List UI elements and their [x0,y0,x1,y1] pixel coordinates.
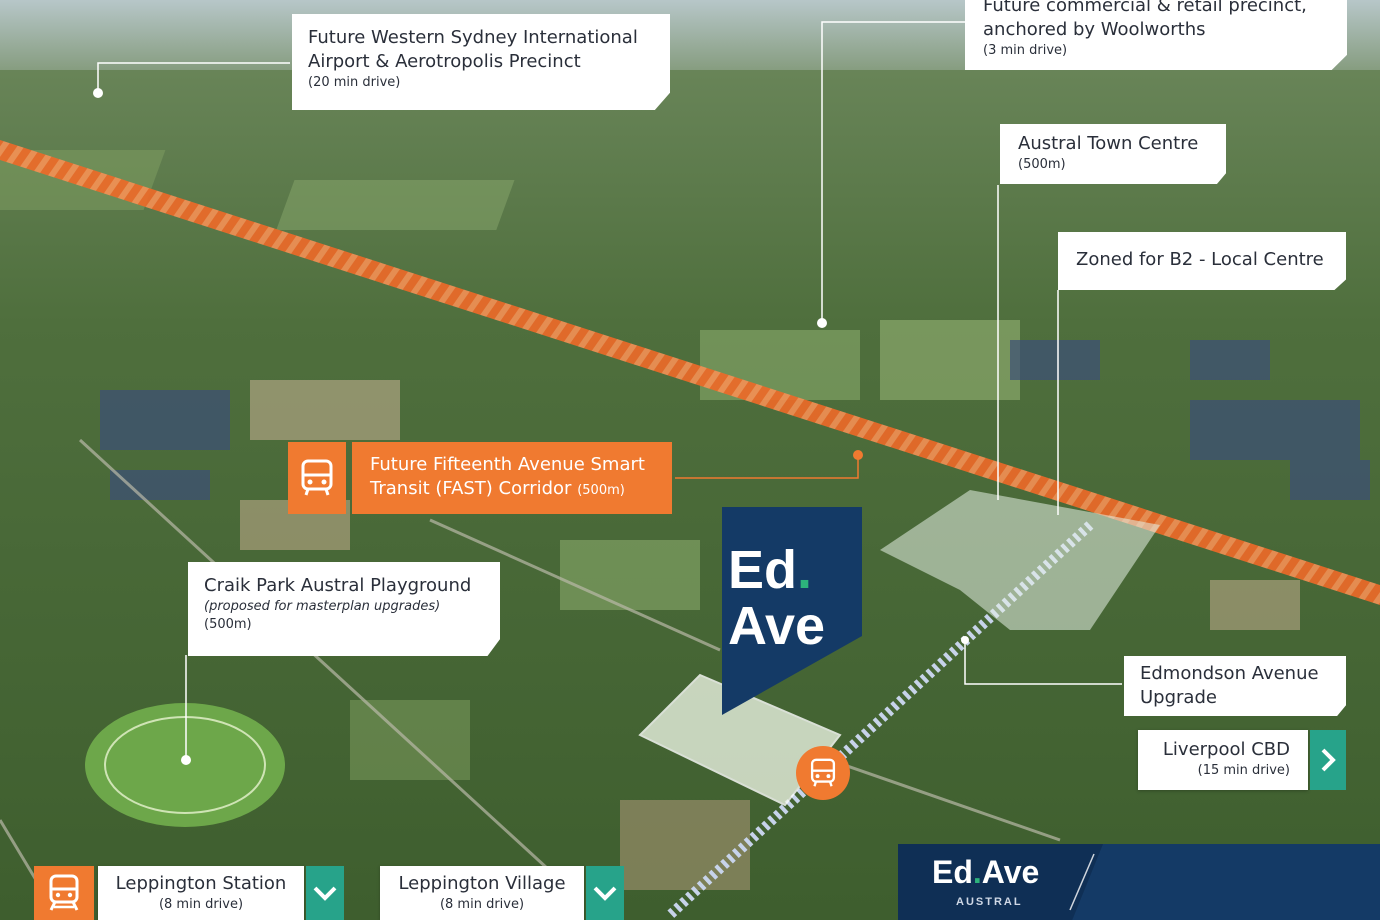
woolworths-title-line2: anchored by Woolworths [983,19,1206,40]
leppington-station-distance: (8 min drive) [158,897,244,912]
leppington-train-icon-box [34,866,94,920]
fast-title-line1: Future Fifteenth Avenue Smart [370,454,645,475]
chevron-right-icon [1321,748,1336,772]
airport-distance: (20 min drive) [308,75,401,90]
woolworths-marker [817,318,827,328]
leppington-station-direction [306,866,344,920]
liverpool-distance: (15 min drive) [1197,763,1290,778]
fast-corridor-marker [853,450,863,460]
craik-park-note: (proposed for masterplan upgrades) [204,599,441,614]
pin-logo-ave: Ave [728,596,826,656]
craik-park-marker [181,755,191,765]
craik-park-callout: Craik Park Austral Playground (proposed … [188,562,500,656]
fast-corridor-band [0,140,1380,605]
b2-zone-title: Zoned for B2 - Local Centre [1076,249,1324,270]
brand-logo-panel: Ed.Ave AUSTRAL [898,844,1103,920]
liverpool-title: Liverpool CBD [1162,739,1290,760]
leppington-station-title: Leppington Station [115,873,287,894]
leppington-village-title: Leppington Village [398,873,566,894]
brand-location: AUSTRAL [956,896,1023,908]
airport-title-line2: Airport & Aerotropolis Precinct [308,51,581,72]
liverpool-callout: Liverpool CBD (15 min drive) [1138,730,1308,790]
b2-zone-area [880,490,1160,630]
austral-town-title: Austral Town Centre [1018,133,1199,154]
woolworths-callout: Future commercial & retail precinct, anc… [965,0,1347,70]
site-parcel [638,673,842,807]
bus-icon [810,758,836,787]
airport-title-line1: Future Western Sydney International [308,27,638,48]
craik-park-distance: (500m) [204,617,252,632]
fast-distance: (500m) [577,483,625,498]
leppington-station-callout: Leppington Station (8 min drive) [98,866,304,920]
airport-marker [93,88,103,98]
site-bus-marker [796,746,850,800]
b2-zone-callout: Zoned for B2 - Local Centre [1058,232,1346,290]
edmondson-title-line2: Upgrade [1140,687,1217,708]
pin-logo-ed: Ed [728,540,798,600]
fast-bus-icon-box [288,442,346,514]
austral-town-distance: (500m) [1018,157,1066,172]
woolworths-distance: (3 min drive) [983,43,1068,58]
craik-park-title: Craik Park Austral Playground [204,575,472,596]
airport-callout: Future Western Sydney International Airp… [292,14,670,110]
leppington-village-callout: Leppington Village (8 min drive) [380,866,584,920]
edmondson-callout: Edmondson Avenue Upgrade [1124,656,1346,716]
brand-name-ed: Ed [932,854,973,890]
craik-park-oval [85,703,285,827]
train-icon [49,874,79,911]
chevron-down-icon [593,886,617,901]
chevron-down-icon [313,886,337,901]
brand-divider [1069,853,1095,911]
fast-corridor-callout: Future Fifteenth Avenue Smart Transit (F… [352,442,672,514]
leppington-village-direction [586,866,624,920]
austral-town-callout: Austral Town Centre (500m) [1000,124,1226,184]
pin-logo-dot: . [797,540,813,600]
fast-title-line2: Transit (FAST) Corridor [370,478,572,499]
woolworths-title-line1: Future commercial & retail precinct, [983,0,1307,16]
liverpool-direction [1310,730,1346,790]
brand-name-ave: Ave [981,854,1040,890]
edmondson-marker [961,636,969,644]
brand-name-dot: . [972,854,982,890]
bus-icon [301,459,333,496]
brand-bar: Ed.Ave AUSTRAL [898,844,1380,920]
edmondson-title-line1: Edmondson Avenue [1140,663,1319,684]
leppington-village-distance: (8 min drive) [439,897,525,912]
